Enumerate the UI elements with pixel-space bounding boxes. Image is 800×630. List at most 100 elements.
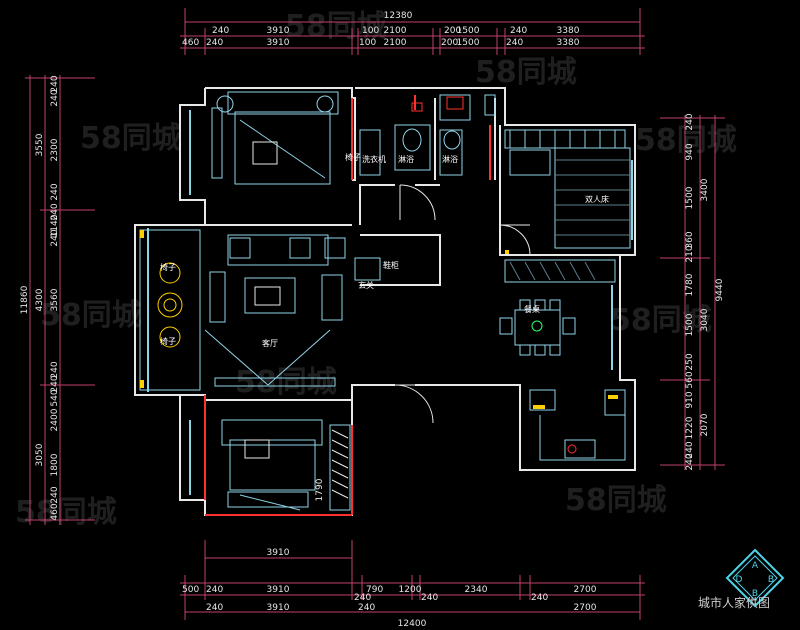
badge-letter: B (768, 575, 774, 585)
dim-label: 240 (50, 229, 60, 246)
dim-label: 2400 (50, 408, 60, 431)
watermark: 58同城 (635, 123, 737, 158)
dim-label: 790 (366, 585, 383, 595)
dim-label: 240 (50, 486, 60, 503)
dim-label: 3910 (267, 26, 290, 36)
dim-label: 2100 (384, 26, 407, 36)
dim-label: 3400 (700, 178, 710, 201)
second-bedroom (504, 129, 631, 283)
dim-label: 940 (685, 143, 695, 160)
dim-label: 240 (206, 38, 223, 48)
dim-label: 1790 (315, 478, 325, 501)
dim-label: 3040 (700, 308, 710, 331)
dim-left-total: 11860 (20, 285, 30, 314)
dim-label: 1500 (685, 186, 695, 209)
dim-label: 240 (206, 585, 223, 595)
door-swings (394, 184, 531, 424)
dim-label: 240 (50, 183, 60, 200)
bath-fixtures-red (411, 96, 464, 112)
dim-label: 240 (354, 593, 371, 603)
dim-label: 240 (358, 603, 375, 613)
balcony-chair-label-1: 椅子 (160, 262, 176, 272)
dim-label: 3910 (267, 38, 290, 48)
watermark: 58同城 (610, 303, 712, 338)
watermark: 58同城 (235, 365, 337, 400)
dim-label: 210 (685, 245, 695, 262)
third-bedroom (221, 419, 323, 511)
dining-label: 餐桌 (524, 304, 540, 314)
accent-yellow (140, 230, 618, 409)
dimension-lines (25, 8, 725, 620)
washer-label: 洗衣机 (362, 154, 386, 164)
dim-label: 1500 (457, 26, 480, 36)
dim-label: 240 (50, 361, 60, 378)
dim-label: 240 (685, 113, 695, 130)
dim-label: 4300 (35, 288, 45, 311)
watermark: 58同城 (15, 495, 117, 530)
dim-label: 3910 (267, 585, 290, 595)
dim-label: 3380 (557, 26, 580, 36)
badge-letter: A (752, 561, 759, 571)
balcony-chair-label-2: 椅子 (160, 336, 176, 346)
dim-label: 240 (531, 593, 548, 603)
dim-label: 200 (441, 38, 458, 48)
living-room (204, 234, 381, 387)
dim-label: 240 (206, 603, 223, 613)
dim-bottom-total: 12400 (398, 619, 427, 629)
logo-badge: A B D B (725, 548, 785, 608)
dim-label: 240 (685, 453, 695, 470)
dim-label: 460 (50, 503, 60, 520)
dim-label: 910 (685, 391, 695, 408)
dim-label: 240 (685, 441, 695, 458)
bath1-label: 淋浴 (398, 154, 414, 164)
dim-label: 3380 (557, 38, 580, 48)
dim-label: 1800 (50, 453, 60, 476)
watermark: 58同城 (285, 9, 387, 44)
dim-label: 500 (182, 585, 199, 595)
kitchen (529, 389, 626, 461)
living-room-label: 客厅 (262, 338, 278, 348)
dim-label: 3550 (35, 133, 45, 156)
dimension-labels: 12380 240 3910 100 2100 200 1500 240 338… (20, 11, 725, 629)
dim-label: 2070 (700, 413, 710, 436)
dining-area (499, 299, 576, 356)
bath2-label: 淋浴 (442, 154, 458, 164)
dim-label: 3560 (50, 288, 60, 311)
wardrobe (329, 424, 351, 511)
dim-label: 2100 (384, 38, 407, 48)
dim-right-total: 9440 (715, 278, 725, 301)
dim-label: 3910 (267, 603, 290, 613)
master-bedroom (211, 91, 339, 185)
dim-label: 240 (50, 375, 60, 392)
dim-label: 240 (212, 26, 229, 36)
dim-label: 1140 (50, 214, 60, 237)
dim-label: 360 (685, 231, 695, 248)
dim-label: 1500 (685, 313, 695, 336)
image-caption: 城市人家供图 (698, 596, 771, 610)
watermark: 58同城 (80, 121, 182, 156)
dim-label: 3050 (35, 443, 45, 466)
dim-label: 240 (50, 89, 60, 106)
dim-label: 2300 (50, 138, 60, 161)
watermark: 58同城 (565, 483, 667, 518)
dim-label: 200 (444, 26, 461, 36)
badge-letter: B (752, 589, 758, 599)
red-wall-accents (204, 95, 491, 516)
dim-label: 240 (421, 593, 438, 603)
dim-label: 460 (182, 38, 199, 48)
watermark: 58同城 (40, 298, 142, 333)
dim-label: 3910 (267, 548, 290, 558)
dim-label: 1780 (685, 273, 695, 296)
dim-label: 100 (362, 26, 379, 36)
badge-letter: D (736, 575, 743, 585)
dim-label: 1500 (457, 38, 480, 48)
dim-label: 250 (685, 353, 695, 370)
balcony (139, 229, 201, 391)
dim-label: 240 (506, 38, 523, 48)
chair-label: 椅子 (345, 152, 361, 162)
dim-label: 2700 (574, 585, 597, 595)
dim-label: 100 (359, 38, 376, 48)
dim-label: 2340 (465, 585, 488, 595)
shoe-cabinet-label: 鞋柜 (383, 260, 399, 270)
